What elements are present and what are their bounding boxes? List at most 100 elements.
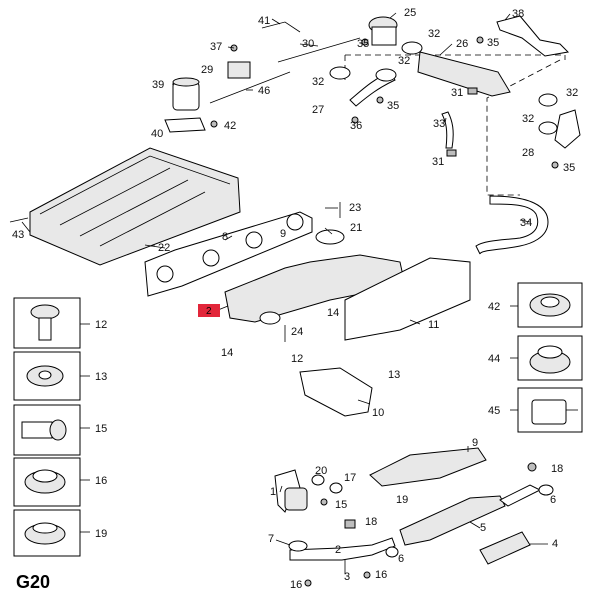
callout-1[interactable]: 1 bbox=[270, 486, 276, 498]
callout-22[interactable]: 22 bbox=[158, 242, 170, 254]
ring-6a[interactable] bbox=[538, 484, 554, 496]
callout-35c[interactable]: 35 bbox=[387, 100, 399, 112]
callout-32a[interactable]: 32 bbox=[428, 28, 440, 40]
callout-8[interactable]: 8 bbox=[222, 231, 228, 243]
callout-6b[interactable]: 6 bbox=[398, 553, 404, 565]
center-muffler-5[interactable] bbox=[399, 495, 506, 546]
gasket-21[interactable] bbox=[315, 229, 345, 245]
callout-42a[interactable]: 42 bbox=[224, 120, 236, 132]
callout-33[interactable]: 33 bbox=[433, 118, 445, 130]
callout-9b[interactable]: 9 bbox=[472, 437, 478, 449]
gasket-32b[interactable] bbox=[375, 68, 397, 82]
callout-43[interactable]: 43 bbox=[12, 229, 24, 241]
bolt-15b[interactable] bbox=[320, 498, 328, 506]
heat-shield-11[interactable] bbox=[344, 257, 471, 341]
nut-16b[interactable] bbox=[304, 579, 312, 587]
callout-34[interactable]: 34 bbox=[520, 217, 532, 229]
gasket-32c[interactable] bbox=[401, 41, 423, 55]
callout-9[interactable]: 9 bbox=[280, 228, 286, 240]
callout-18a[interactable]: 18 bbox=[551, 463, 563, 475]
callout-30[interactable]: 30 bbox=[302, 38, 314, 50]
callout-32c[interactable]: 32 bbox=[312, 76, 324, 88]
ring-20[interactable] bbox=[311, 474, 325, 486]
callout-19b[interactable]: 19 bbox=[95, 528, 107, 540]
callout-3[interactable]: 3 bbox=[344, 571, 350, 583]
callout-2b[interactable]: 2 bbox=[335, 544, 341, 556]
callout-11[interactable]: 11 bbox=[428, 319, 439, 331]
hanger-18a[interactable] bbox=[527, 462, 537, 472]
egr-pipe-28[interactable] bbox=[554, 109, 581, 149]
callout-7[interactable]: 7 bbox=[268, 533, 274, 545]
heat-shield-10[interactable] bbox=[299, 367, 373, 417]
intermediate-pipe-3[interactable] bbox=[289, 537, 396, 561]
callout-37[interactable]: 37 bbox=[210, 41, 222, 53]
callout-26[interactable]: 26 bbox=[456, 38, 468, 50]
callout-17[interactable]: 17 bbox=[344, 472, 356, 484]
wire-41[interactable] bbox=[261, 21, 301, 33]
callout-31b[interactable]: 31 bbox=[432, 156, 444, 168]
callout-32b[interactable]: 32 bbox=[398, 55, 410, 67]
gasket-32a[interactable] bbox=[329, 66, 351, 80]
callout-46[interactable]: 46 bbox=[258, 85, 270, 97]
ring-17[interactable] bbox=[329, 482, 343, 494]
highlight-badge[interactable] bbox=[198, 304, 220, 317]
callout-41[interactable]: 41 bbox=[258, 15, 270, 27]
callout-36[interactable]: 36 bbox=[350, 120, 362, 132]
callout-40[interactable]: 40 bbox=[151, 128, 163, 140]
callout-28[interactable]: 28 bbox=[522, 147, 534, 159]
nut-16c[interactable] bbox=[363, 571, 371, 579]
manifold-gasket[interactable] bbox=[144, 211, 313, 297]
callout-18b[interactable]: 18 bbox=[365, 516, 377, 528]
callout-44[interactable]: 44 bbox=[488, 353, 500, 365]
ring-6b[interactable] bbox=[385, 546, 399, 558]
callout-38[interactable]: 38 bbox=[512, 8, 524, 20]
gasket-32d[interactable] bbox=[538, 93, 558, 107]
rod-46[interactable] bbox=[209, 71, 291, 104]
callout-35b[interactable]: 35 bbox=[487, 37, 499, 49]
callout-4[interactable]: 4 bbox=[552, 538, 558, 550]
hose-33[interactable] bbox=[441, 111, 454, 149]
callout-12b[interactable]: 12 bbox=[291, 353, 303, 365]
callout-42b[interactable]: 42 bbox=[488, 301, 500, 313]
callout-16[interactable]: 16 bbox=[95, 475, 107, 487]
callout-21[interactable]: 21 bbox=[350, 222, 362, 234]
callout-10[interactable]: 10 bbox=[372, 407, 384, 419]
bolt-42[interactable] bbox=[210, 120, 218, 128]
cylinder-head[interactable] bbox=[9, 147, 241, 266]
hanger-18b[interactable] bbox=[344, 519, 356, 529]
egr-cooler-26[interactable] bbox=[417, 51, 511, 97]
callout-32d[interactable]: 32 bbox=[566, 87, 578, 99]
callout-13a[interactable]: 13 bbox=[388, 369, 400, 381]
callout-13b[interactable]: 13 bbox=[95, 371, 107, 383]
gasket-7[interactable] bbox=[288, 540, 308, 552]
callout-27[interactable]: 27 bbox=[312, 104, 324, 116]
callout-15b[interactable]: 15 bbox=[335, 499, 347, 511]
callout-31a[interactable]: 31 bbox=[451, 87, 463, 99]
hose-34[interactable] bbox=[475, 195, 549, 255]
callout-45[interactable]: 45 bbox=[488, 405, 500, 417]
rear-muffler-4[interactable] bbox=[479, 531, 531, 565]
callout-16b[interactable]: 16 bbox=[290, 579, 302, 591]
callout-16c[interactable]: 16 bbox=[375, 569, 387, 581]
callout-14a[interactable]: 14 bbox=[327, 307, 339, 319]
exhaust-manifold[interactable] bbox=[224, 202, 406, 342]
stud-43[interactable] bbox=[9, 217, 29, 223]
callout-6a[interactable]: 6 bbox=[550, 494, 556, 506]
rod-30[interactable] bbox=[277, 37, 361, 63]
callout-32e[interactable]: 32 bbox=[522, 113, 534, 125]
callout-19a[interactable]: 19 bbox=[396, 494, 408, 506]
gasket-32e[interactable] bbox=[538, 121, 558, 135]
stud-22[interactable] bbox=[144, 244, 166, 249]
actuator-29[interactable] bbox=[227, 61, 251, 79]
callout-39[interactable]: 39 bbox=[152, 79, 164, 91]
callout-20[interactable]: 20 bbox=[315, 465, 327, 477]
callout-12a[interactable]: 12 bbox=[95, 319, 107, 331]
callout-24[interactable]: 24 bbox=[291, 326, 303, 338]
heat-shield-9[interactable] bbox=[369, 447, 487, 487]
callout-35a[interactable]: 35 bbox=[357, 38, 369, 50]
callout-5[interactable]: 5 bbox=[480, 522, 486, 534]
callout-35d[interactable]: 35 bbox=[563, 162, 575, 174]
callout-23[interactable]: 23 bbox=[349, 202, 361, 214]
bracket-38[interactable] bbox=[496, 15, 570, 57]
callout-14b[interactable]: 14 bbox=[221, 347, 233, 359]
